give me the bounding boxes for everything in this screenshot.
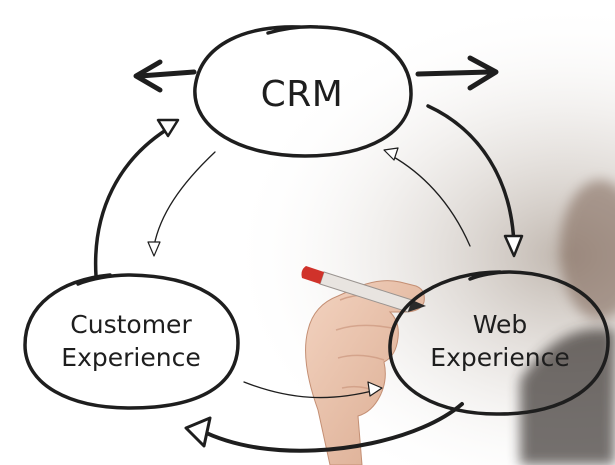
arrow-customer-to-web-inner bbox=[243, 381, 383, 399]
node-web-ellipse bbox=[388, 270, 610, 416]
node-customer-ellipse bbox=[23, 273, 240, 410]
node-crm-ellipse bbox=[193, 25, 413, 158]
node-web-label-line-1: Web bbox=[473, 310, 528, 339]
node-crm-label: CRM bbox=[261, 74, 344, 115]
node-crm: CRM bbox=[193, 25, 413, 158]
arrow-web-to-customer bbox=[184, 402, 464, 453]
arrow-web-to-crm-inner bbox=[383, 147, 471, 247]
arrow-crm-outward-right bbox=[415, 55, 499, 91]
arrow-crm-to-customer-inner bbox=[147, 151, 216, 257]
node-web-label-line-2: Experience bbox=[430, 343, 569, 372]
node-customer-experience: Customer Experience bbox=[23, 273, 240, 410]
node-customer-label-line-2: Experience bbox=[61, 343, 200, 372]
arrow-crm-to-web bbox=[426, 104, 524, 258]
node-web-experience: Web Experience bbox=[388, 270, 610, 416]
marker-pen bbox=[301, 266, 426, 313]
node-customer-label-line-1: Customer bbox=[70, 310, 192, 339]
arrow-crm-outward-left bbox=[133, 59, 197, 93]
marker-cap bbox=[301, 266, 324, 284]
arrow-customer-to-crm bbox=[93, 118, 180, 278]
